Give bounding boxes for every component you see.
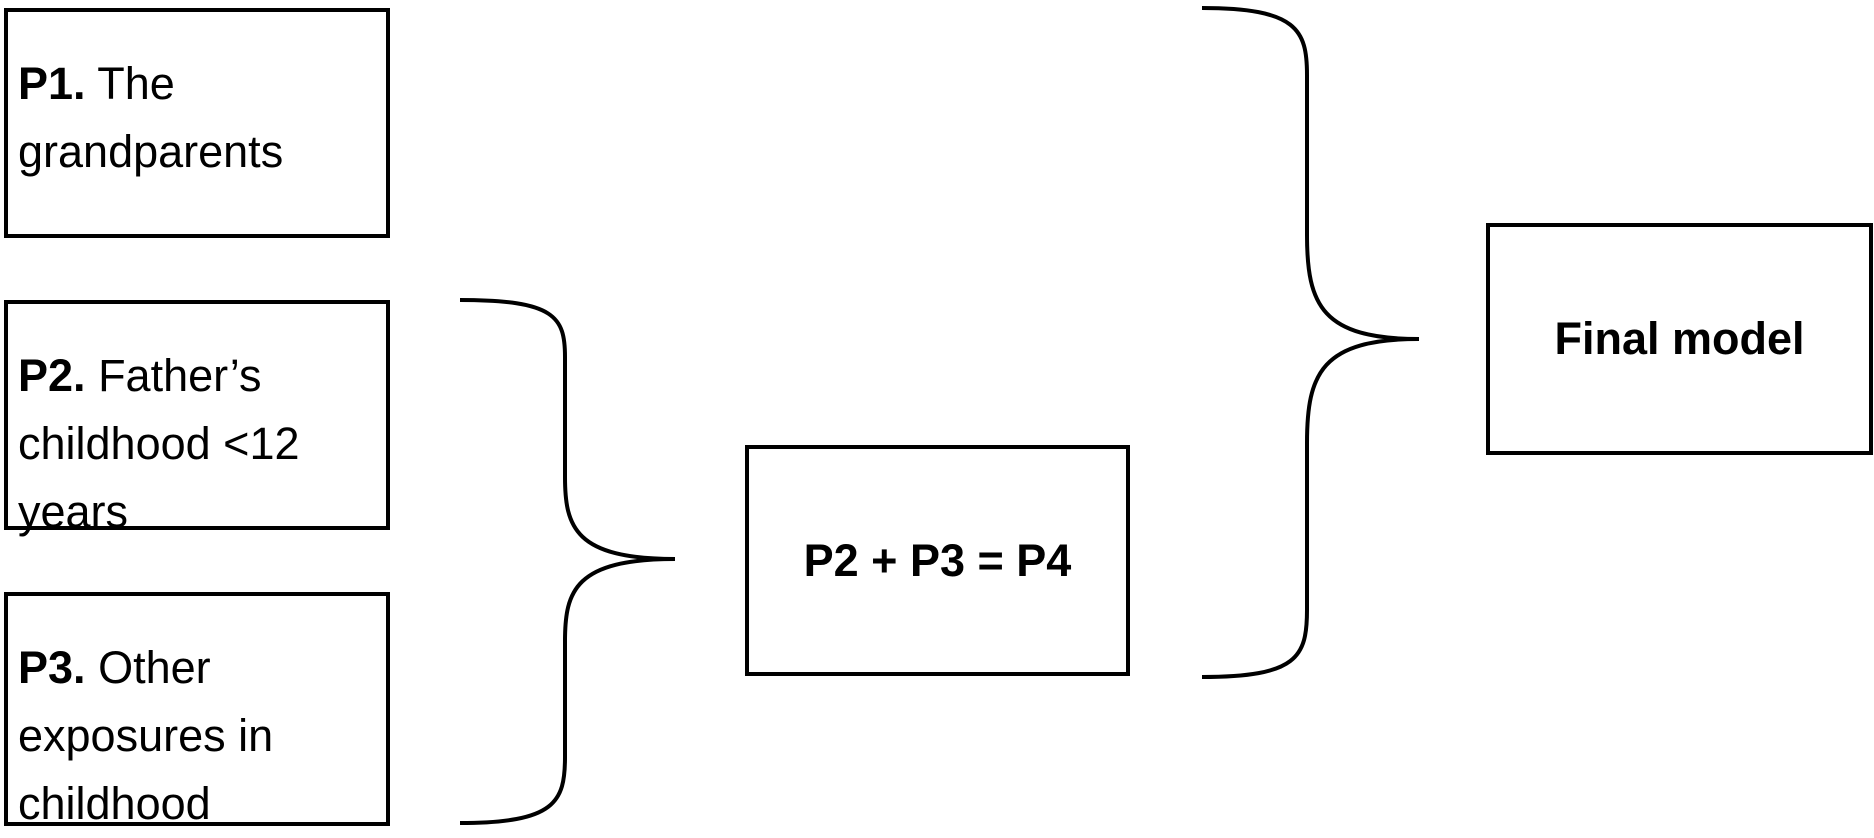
p3-text-line1: Other [98,642,211,693]
brace-p1-p4 [1201,6,1420,679]
p3-label: P3. [18,642,86,693]
brace-p1-p4-path [1201,6,1420,679]
brace-p2-p3 [459,298,676,825]
box-p1-grandparents: P1. The grandparents [4,8,390,238]
p4-text: P2 + P3 = P4 [803,534,1072,586]
brace-p2-p3-path [459,298,676,825]
p2-label: P2. [18,350,86,401]
p2-text-line3: years [18,486,129,537]
p2-text-line2: childhood <12 [18,418,300,469]
p3-text-line2: exposures in [18,710,274,761]
final-text: Final model [1554,313,1805,364]
box-final-model: Final model [1486,223,1873,455]
p3-text-line3: childhood [18,778,211,829]
box-p2-father-childhood: P2. Father’s childhood <12 years [4,300,390,537]
box-p4-combined: P2 + P3 = P4 [745,445,1130,676]
box-p3-other-exposures: P3. Other exposures in childhood [4,592,390,829]
p1-label: P1. [18,58,86,109]
p2-text-line1: Father’s [98,350,262,401]
p1-text-line2: grandparents [18,126,284,177]
p1-text-line1: The [97,58,175,109]
